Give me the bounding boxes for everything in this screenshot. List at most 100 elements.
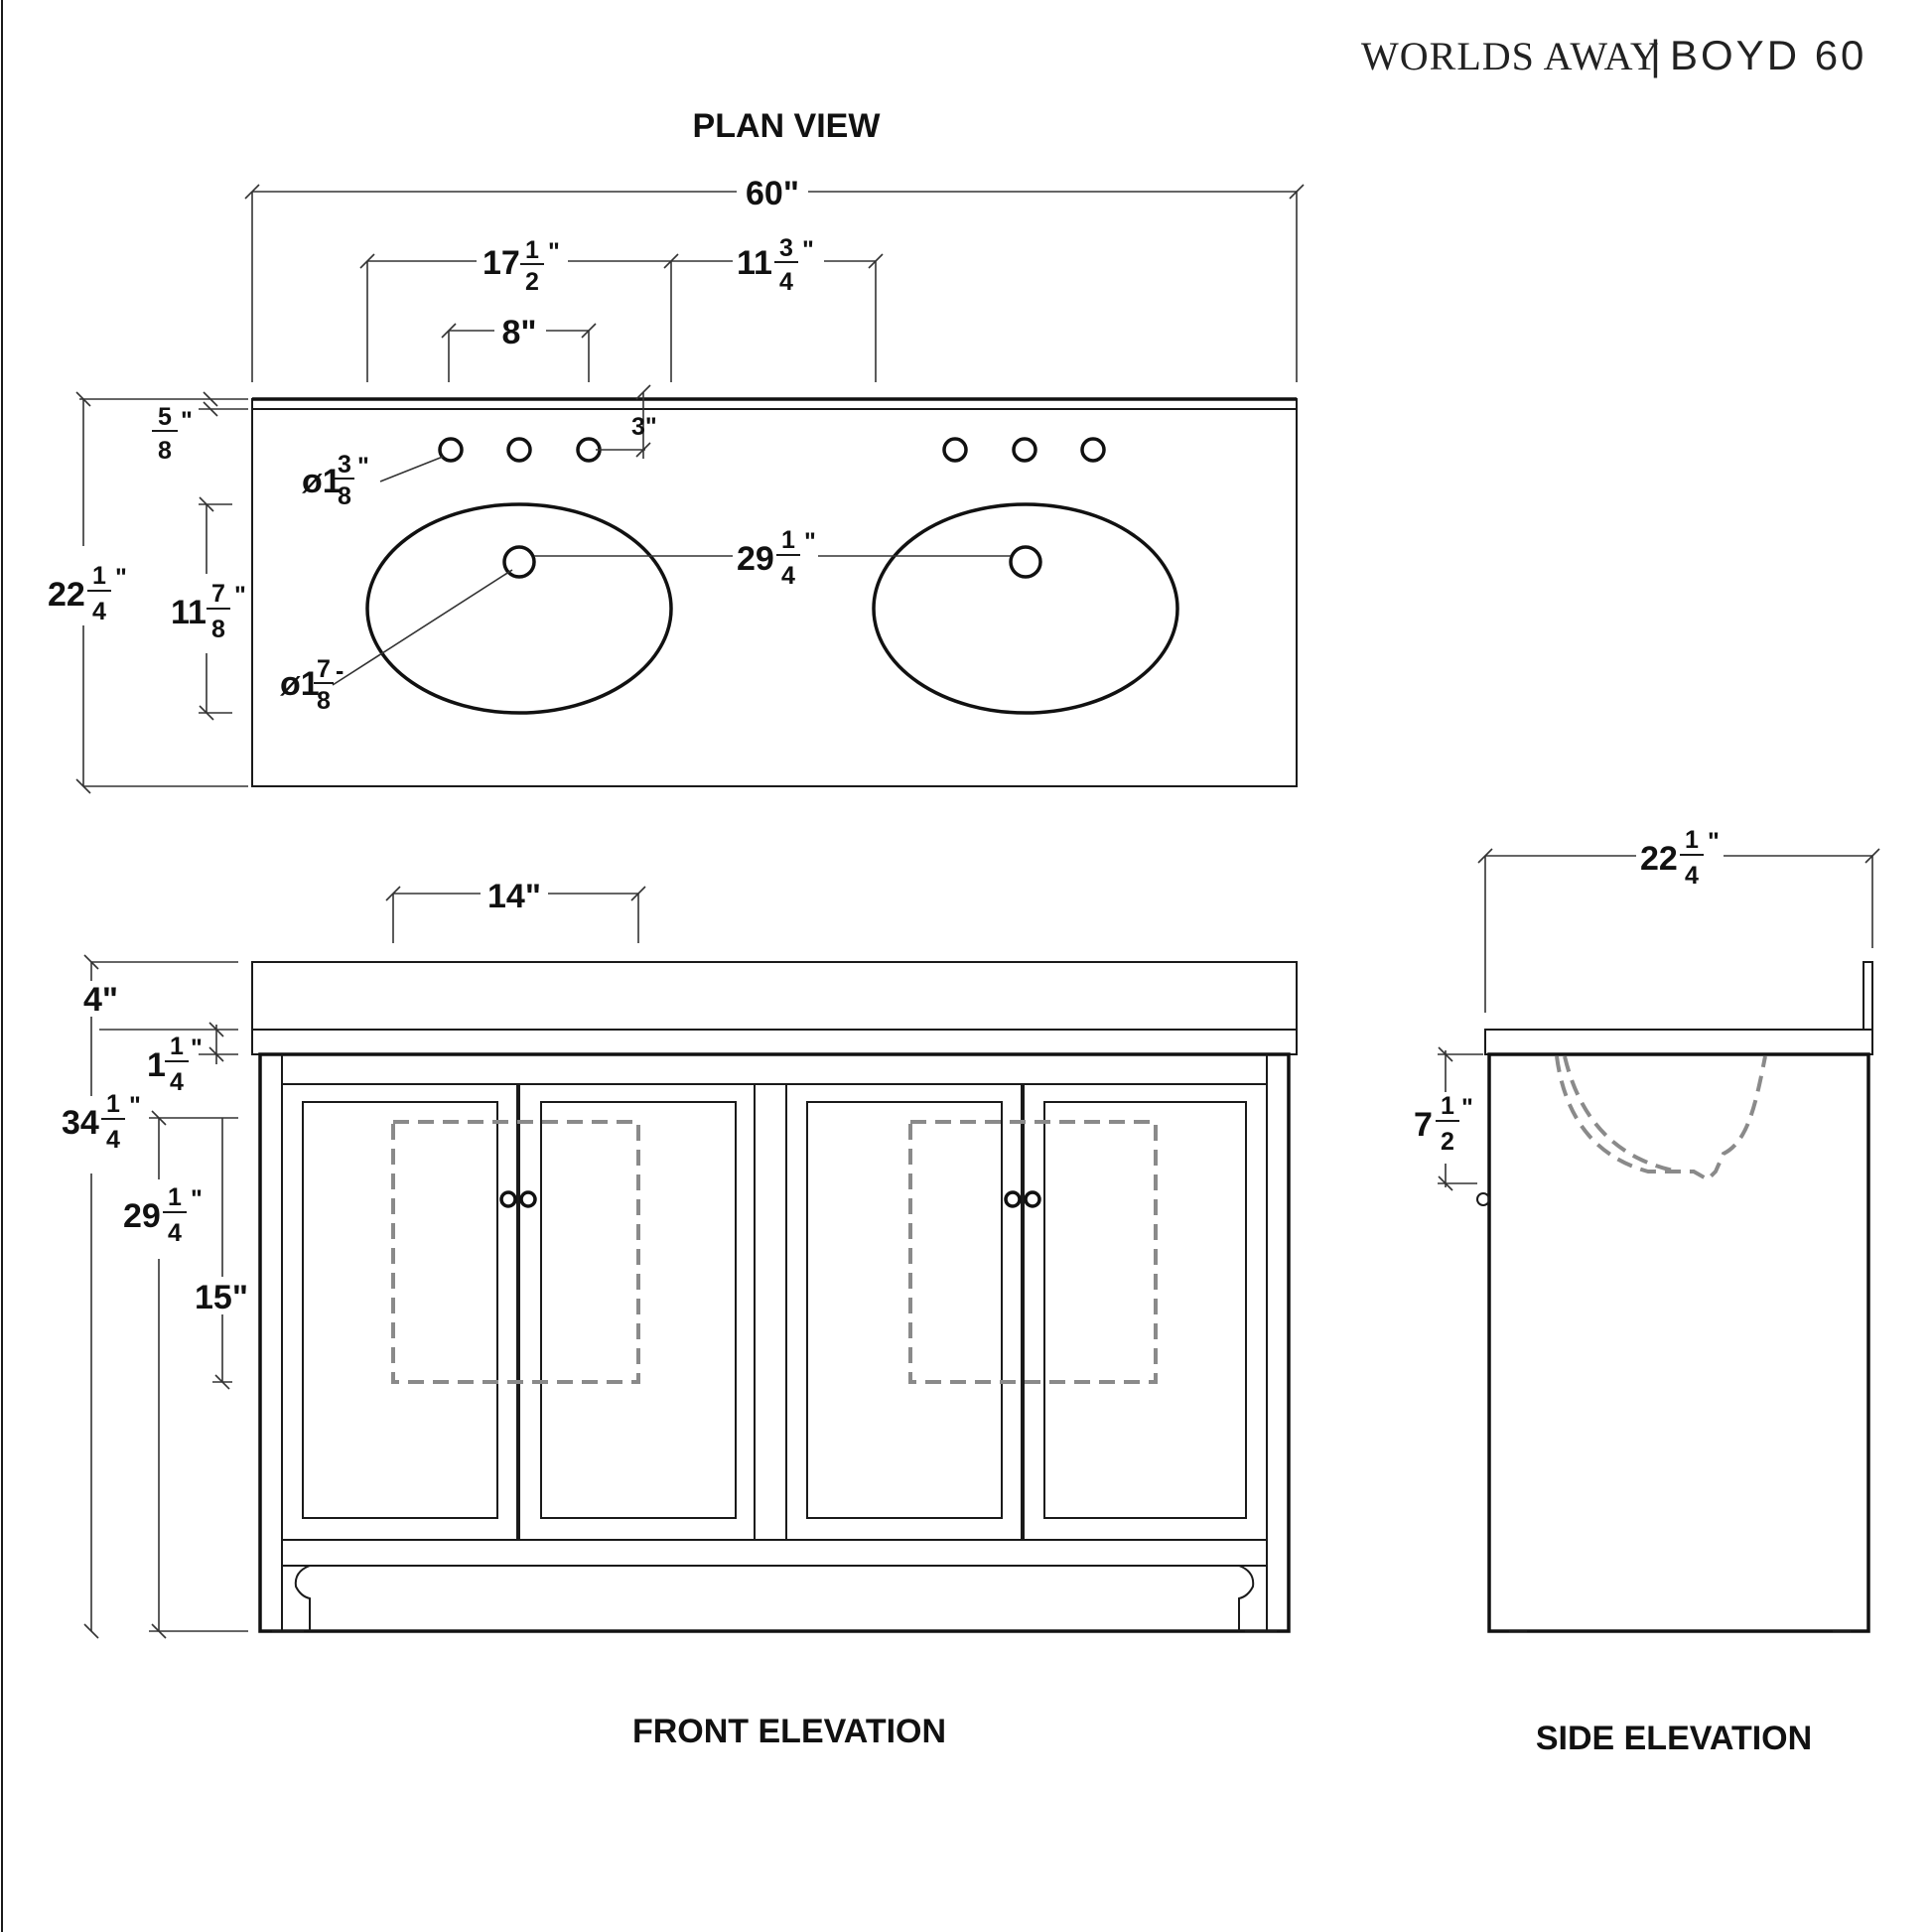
dim-bowl-depth-num: 1: [1441, 1092, 1454, 1120]
dim-side-depth-num: 1: [1685, 826, 1699, 854]
brand-name: WORLDS AWAY: [1361, 34, 1660, 78]
door-panel: [806, 1101, 1003, 1519]
dim-faucet-offset-num: 1: [525, 236, 539, 264]
side-bowl-hidden: [1555, 1055, 1767, 1182]
knob: [499, 1190, 517, 1208]
dim-basin-width: 14": [487, 878, 541, 915]
basin-hidden-right: [908, 1120, 1158, 1384]
dim-faucet-offset-den: 2: [525, 268, 539, 296]
dim-overall-height-den: 4: [106, 1126, 120, 1154]
dim-faucet-gap-unit: ": [802, 236, 814, 264]
front-elevation: 14" 4" 1 1 4 " 34 1 4 " 29 1: [60, 874, 1298, 1639]
dim-sink-centers-num: 1: [781, 526, 795, 554]
front-cabinet-body: [258, 1052, 1291, 1633]
faucet-hole: [1080, 437, 1106, 463]
dim-faucet-hole-prefix: ø1: [302, 463, 342, 500]
dim-overall-height-whole: 34: [62, 1104, 99, 1142]
side-elevation: 22 1 4 " 7 1 2 ": [1410, 826, 1880, 1633]
dim-backsplash-depth-unit: ": [181, 407, 193, 435]
dim-bowl-depth-den: 2: [1441, 1128, 1454, 1156]
side-backsplash: [1863, 961, 1873, 1031]
sink-right: [872, 502, 1179, 715]
dim-sink-depth-num: 7: [211, 580, 225, 608]
dim-faucet-gap-num: 3: [779, 234, 793, 262]
front-backsplash: [251, 961, 1298, 1031]
dim-faucet-hole-num: 3: [338, 451, 351, 479]
front-countertop: [251, 1029, 1298, 1055]
dim-top-thickness-unit: ": [191, 1035, 203, 1062]
dim-overall-height-unit: ": [129, 1092, 141, 1120]
dim-faucet-setback: 3": [631, 413, 657, 441]
dim-sink-centers-den: 4: [781, 562, 795, 590]
dim-drain-num: 7: [317, 655, 331, 683]
dim-backsplash-height: 4": [83, 981, 118, 1019]
dim-bowl-depth-unit: ": [1461, 1094, 1473, 1122]
leg-bracket-right: [1238, 1565, 1267, 1631]
drain-right: [1009, 545, 1042, 579]
door-panel: [540, 1101, 737, 1519]
dim-plan-width: 60": [746, 175, 799, 212]
side-elevation-title: SIDE ELEVATION: [1536, 1720, 1812, 1757]
dim-side-depth-unit: ": [1708, 828, 1720, 856]
dim-cabinet-height-unit: ": [191, 1185, 203, 1213]
dim-sink-depth-unit: ": [234, 582, 246, 610]
dim-side-depth-den: 4: [1685, 862, 1699, 890]
leg-bracket-left: [282, 1565, 311, 1631]
dim-drain-prefix: ø1: [280, 665, 320, 703]
sink-left: [365, 502, 673, 715]
model-name: BOYD 60: [1670, 32, 1866, 78]
dim-faucet-gap-den: 4: [779, 268, 793, 296]
knob: [1024, 1190, 1041, 1208]
faucet-hole: [1012, 437, 1037, 463]
side-countertop: [1484, 1029, 1873, 1055]
dim-faucet-offset-unit: ": [548, 238, 560, 266]
dim-faucet-hole-unit: ": [357, 453, 369, 481]
dim-cabinet-height-whole: 29: [123, 1197, 161, 1235]
dim-faucet-spread: 8": [501, 314, 536, 351]
knob: [1004, 1190, 1022, 1208]
door: [1023, 1083, 1268, 1541]
dim-plan-depth-whole: 22: [48, 576, 85, 614]
side-knob: [1476, 1192, 1490, 1206]
dim-cabinet-height-den: 4: [168, 1219, 182, 1247]
side-bowl-inner: [1563, 1055, 1679, 1173]
dim-top-thickness-whole: 1: [147, 1046, 166, 1084]
dim-plan-depth-unit: ": [115, 564, 127, 592]
brand-separator: |: [1650, 32, 1664, 78]
door-panel: [1043, 1101, 1247, 1519]
dim-sink-depth-whole: 11: [171, 594, 207, 631]
faucet-hole: [942, 437, 968, 463]
dim-faucet-offset-whole: 17: [483, 244, 520, 282]
dim-backsplash-depth-num: 5: [158, 403, 172, 431]
basin-hidden-left: [391, 1120, 640, 1384]
door: [281, 1083, 518, 1541]
dim-faucet-gap-whole: 11: [737, 244, 772, 282]
dim-overall-height-num: 1: [106, 1090, 120, 1118]
dim-backsplash-depth-den: 8: [158, 437, 172, 465]
dim-drain-unit: -: [336, 657, 344, 685]
dim-plan-depth-num: 1: [92, 562, 106, 590]
door: [785, 1083, 1023, 1541]
faucet-hole: [438, 437, 464, 463]
dim-plan-depth-den: 4: [92, 598, 106, 625]
door-panel: [302, 1101, 498, 1519]
dim-top-thickness-num: 1: [170, 1033, 184, 1060]
dim-cabinet-height-num: 1: [168, 1183, 182, 1211]
drain-left: [502, 545, 536, 579]
faucet-hole: [506, 437, 532, 463]
dim-basin-height: 15": [195, 1279, 248, 1316]
dim-faucet-hole-den: 8: [338, 483, 351, 510]
dim-top-thickness-den: 4: [170, 1068, 184, 1096]
knob: [519, 1190, 537, 1208]
dim-bowl-depth-whole: 7: [1414, 1106, 1433, 1144]
side-cabinet-body: [1487, 1052, 1870, 1633]
dim-sink-centers-unit: ": [804, 528, 816, 556]
front-elevation-title: FRONT ELEVATION: [632, 1713, 946, 1750]
dim-sink-centers-whole: 29: [737, 540, 774, 578]
plan-view-title: PLAN VIEW: [693, 107, 882, 145]
dim-drain-den: 8: [317, 687, 331, 715]
dim-sink-depth-den: 8: [211, 616, 225, 643]
bottom-rail: [281, 1539, 1268, 1567]
plan-view: 60" 17 1 2 " 11 3 4 " 8" 5: [44, 171, 1305, 794]
